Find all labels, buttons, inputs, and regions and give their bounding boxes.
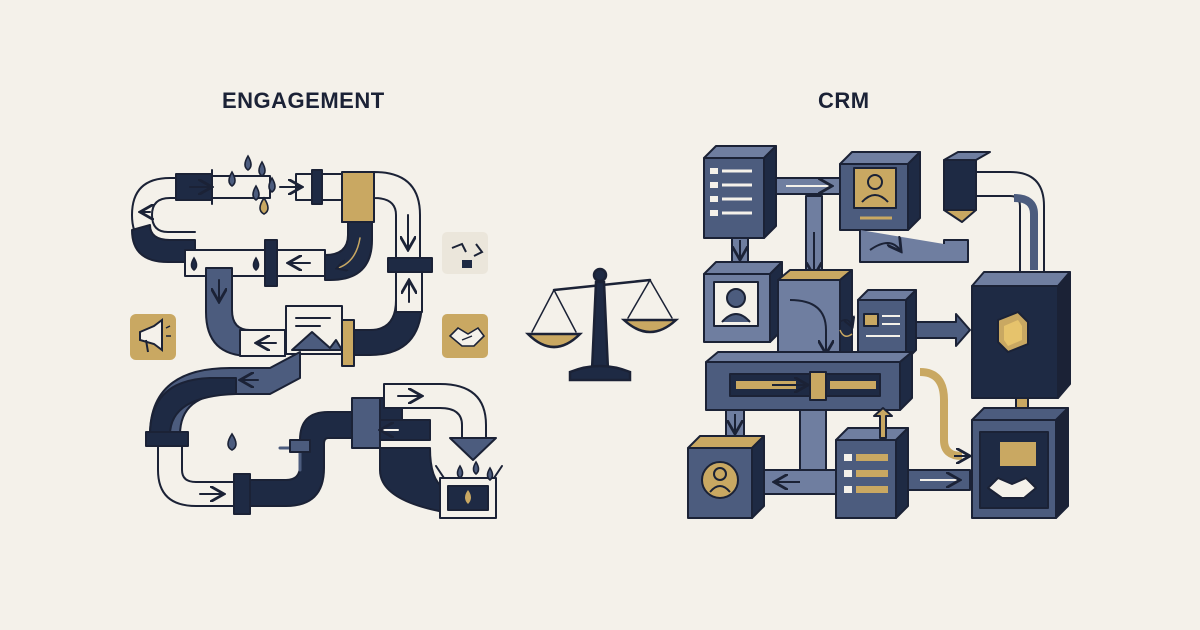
engagement-pipe-network: [131, 169, 503, 519]
water-drop-icon: [190, 154, 494, 482]
document-icon: [703, 145, 777, 239]
list-icon: [857, 289, 917, 361]
engagement-title: ENGAGEMENT: [222, 88, 385, 113]
megaphone-icon: [130, 314, 176, 360]
balance-scale-icon: [524, 267, 680, 382]
crm-title: CRM: [818, 88, 870, 113]
handshake-icon: [442, 314, 488, 358]
user-avatar-icon: [839, 151, 921, 231]
crm-system-diagram: [687, 145, 1071, 519]
broken-link-icon: [442, 232, 488, 274]
gold-token-icon: [971, 271, 1071, 399]
